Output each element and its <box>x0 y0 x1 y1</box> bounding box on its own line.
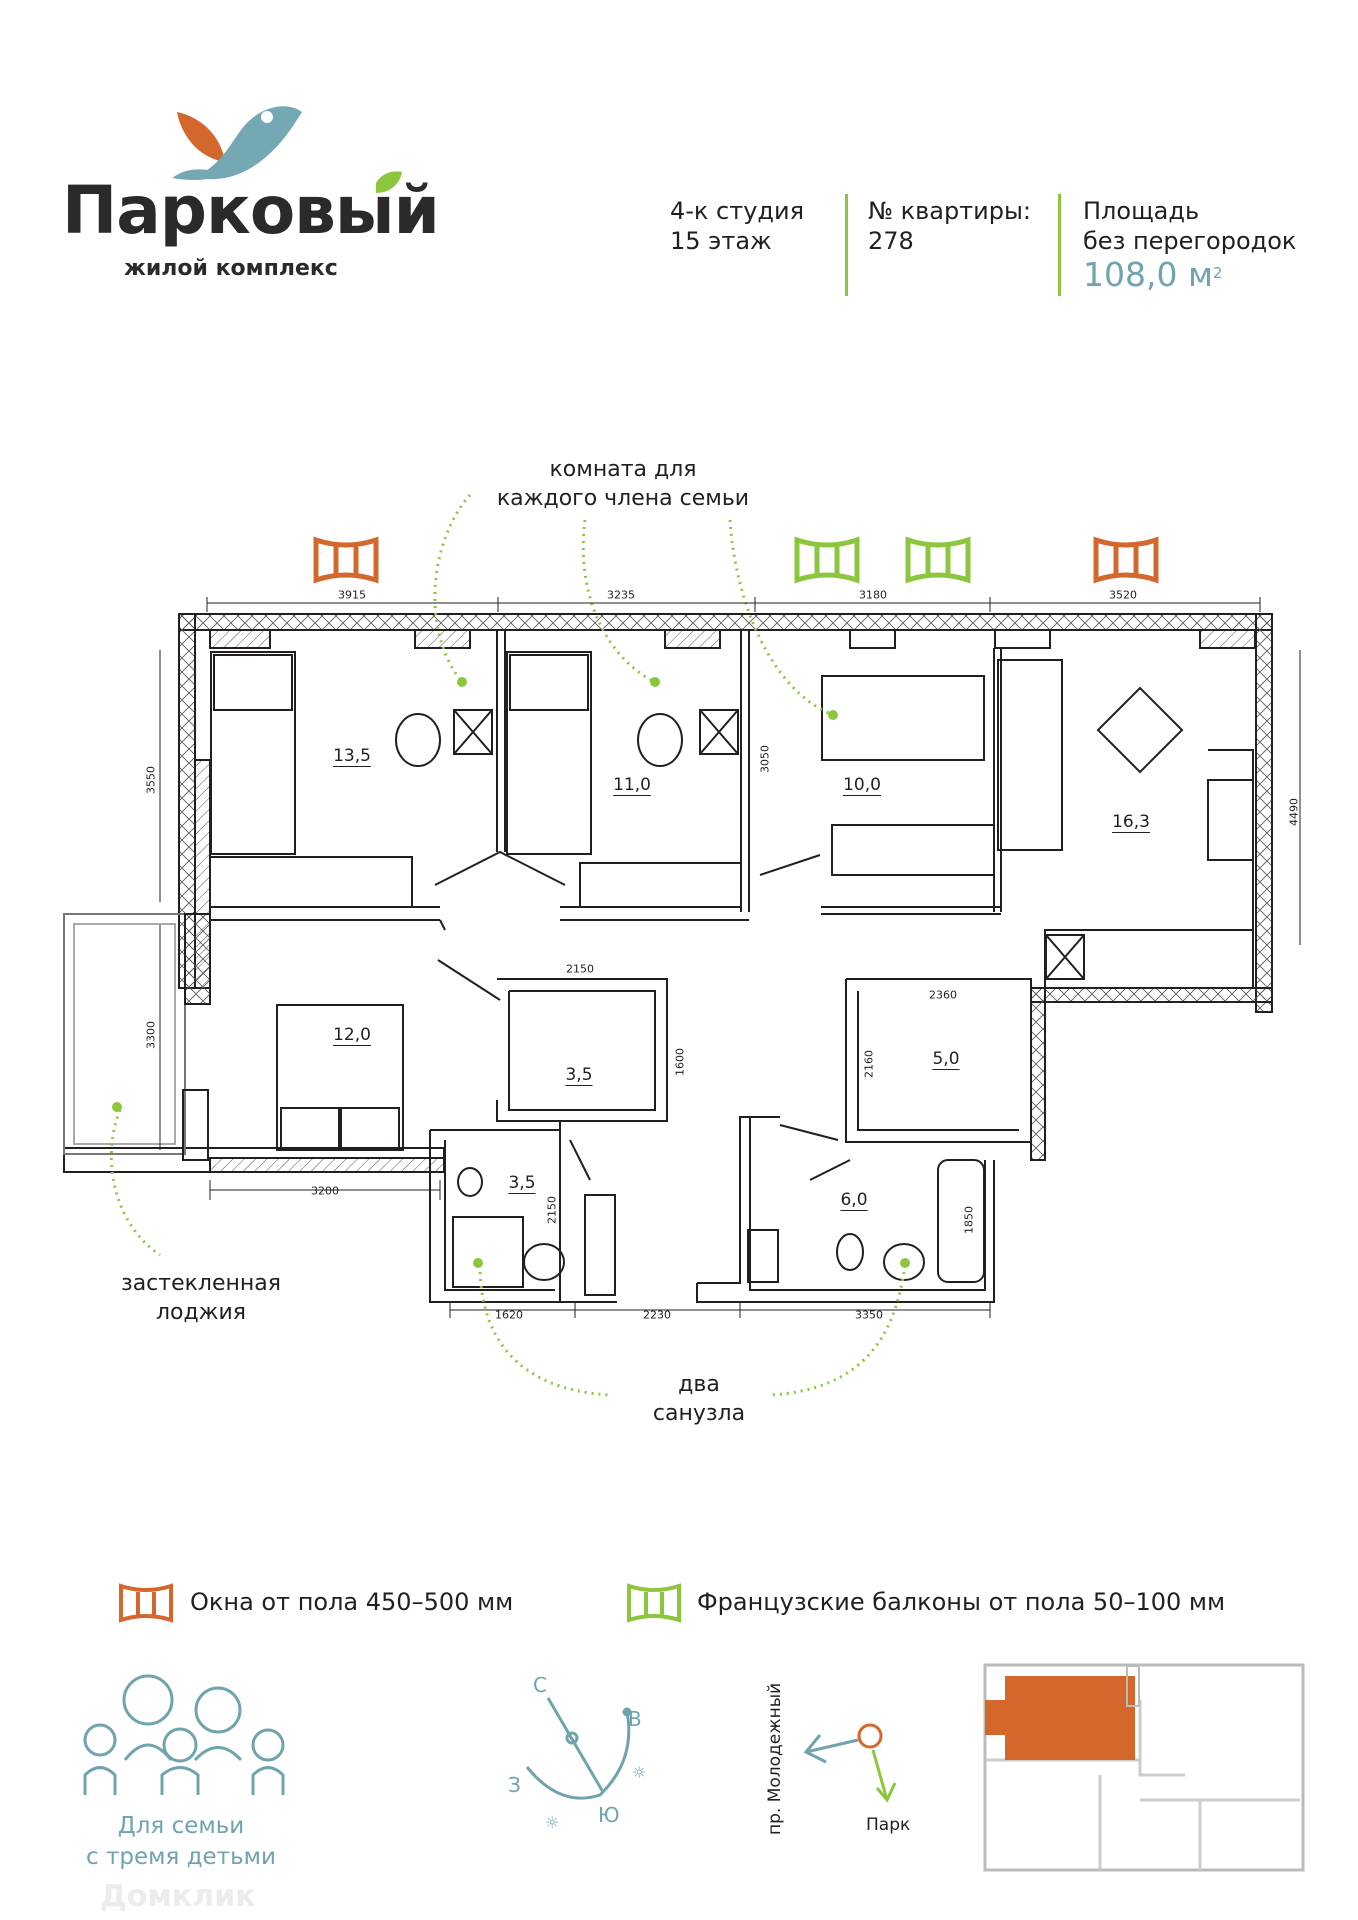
dimension-label: 3350 <box>855 1308 883 1322</box>
info-divider <box>845 194 848 296</box>
bathrooms-annotation-line1: два <box>678 1372 720 1397</box>
logo-name: Парковый <box>62 172 440 249</box>
apartment-floor: 15 этаж <box>670 227 772 255</box>
orientation-arrows <box>803 1723 897 1803</box>
room-area: 3,5 <box>565 1065 593 1085</box>
watermark: Домклик <box>100 1879 256 1914</box>
dimension-label: 3235 <box>607 588 635 602</box>
room-area: 10,0 <box>843 775 881 795</box>
bathrooms-annotation: два санузла <box>599 1370 799 1428</box>
logo-subtitle: жилой комплекс <box>124 256 338 281</box>
legend-balconies: Французские балконы от пола 50–100 мм <box>697 1588 1226 1616</box>
dimension-label: 3180 <box>859 588 887 602</box>
rooms-annotation: комната для каждого члена семьи <box>463 455 783 513</box>
apartment-number: 278 <box>868 227 914 255</box>
rooms-annotation-line1: комната для <box>549 457 697 482</box>
dimension-label: 2150 <box>566 962 594 976</box>
sun-icon: ☼ <box>632 1763 647 1782</box>
french-balcony-icon-green <box>794 536 971 584</box>
park-label: Парк <box>866 1815 911 1835</box>
loggia-annotation: застекленная лоджия <box>81 1269 321 1327</box>
window-legend-icon <box>119 1583 173 1623</box>
apartment-number-block: № квартиры: 278 <box>868 196 1031 256</box>
logo-bird-icon <box>172 106 402 193</box>
compass-icon <box>525 1697 632 1800</box>
rooms-annotation-line2: каждого члена семьи <box>496 486 750 511</box>
dimension-label: 2360 <box>929 988 957 1002</box>
room-area: 11,0 <box>613 775 651 795</box>
room-area: 6,0 <box>840 1190 868 1210</box>
dimension-label: 2230 <box>643 1308 671 1322</box>
compass-west: З <box>508 1773 521 1797</box>
loggia-annotation-line2: лоджия <box>155 1300 247 1325</box>
family-icon <box>83 1674 285 1795</box>
area-block: Площадь без перегородок 108,0 м2 <box>1083 196 1296 294</box>
dimension-lines <box>159 597 1301 1318</box>
room-area: 13,5 <box>333 746 371 766</box>
family-caption-line2: с тремя детьми <box>86 1844 276 1870</box>
family-caption-line1: Для семьи <box>117 1813 245 1839</box>
area-value-text: 108,0 м <box>1083 255 1213 294</box>
compass-east: В <box>628 1707 642 1731</box>
callout-dots <box>112 677 910 1268</box>
dimension-label: 3050 <box>758 745 772 773</box>
building-key-plan <box>983 1663 1305 1872</box>
dimension-label: 3200 <box>311 1184 339 1198</box>
dimension-label: 3520 <box>1109 588 1137 602</box>
area-value: 108,0 м2 <box>1083 256 1296 294</box>
window-icon-orange <box>313 536 1159 584</box>
room-area: 16,3 <box>1112 812 1150 832</box>
dimension-label: 3300 <box>144 1021 158 1049</box>
info-divider <box>1058 194 1061 296</box>
dimension-label: 4490 <box>1287 798 1301 826</box>
loggia-annotation-line1: застекленная <box>121 1271 281 1296</box>
dimension-label: 2150 <box>545 1196 559 1224</box>
room-area: 12,0 <box>333 1025 371 1045</box>
family-caption: Для семьи с тремя детьми <box>51 1811 311 1873</box>
balcony-legend-icon <box>627 1583 681 1623</box>
dimension-label: 3915 <box>338 588 366 602</box>
dimension-label: 2160 <box>862 1050 876 1078</box>
floor-plan <box>63 613 1273 1303</box>
street-label: пр. Молодежный <box>765 1682 785 1835</box>
area-label: Площадь <box>1083 197 1200 225</box>
area-label-2: без перегородок <box>1083 227 1297 255</box>
apartment-type: 4-к студия <box>670 197 805 225</box>
area-unit-power: 2 <box>1212 264 1223 282</box>
apartment-number-label: № квартиры: <box>868 197 1032 225</box>
bathrooms-annotation-line2: санузла <box>652 1401 746 1426</box>
compass-south: Ю <box>598 1803 620 1827</box>
sun-icon: ☼ <box>545 1813 560 1832</box>
apartment-type-block: 4-к студия 15 этаж <box>670 196 804 256</box>
room-area: 5,0 <box>932 1049 960 1069</box>
dimension-label: 3550 <box>144 766 158 794</box>
room-area: 3,5 <box>508 1173 536 1193</box>
dimension-label: 1600 <box>673 1048 687 1076</box>
callout-lines <box>109 494 907 1397</box>
dimension-label: 1620 <box>495 1308 523 1322</box>
dimension-label: 1850 <box>962 1206 976 1234</box>
legend-windows: Окна от пола 450–500 мм <box>190 1588 514 1616</box>
compass-north: С <box>533 1673 547 1697</box>
